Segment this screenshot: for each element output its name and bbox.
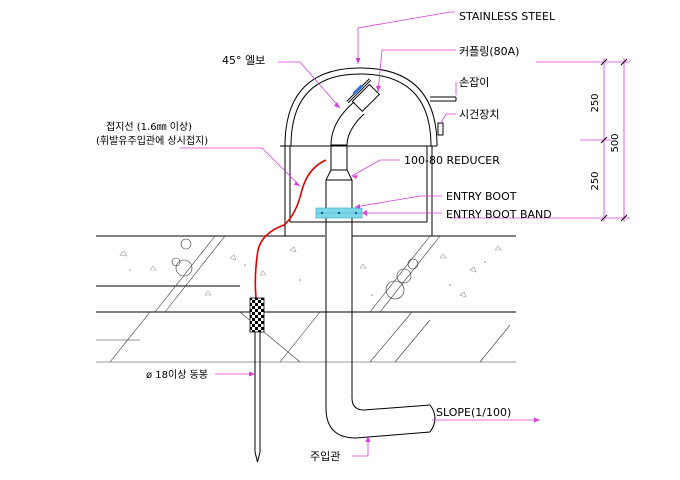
stainless-steel-cover xyxy=(284,67,438,147)
dimension-total: 500 xyxy=(610,133,621,152)
label-coupling: 커플링(80A) xyxy=(459,45,519,58)
fill-pipe xyxy=(325,78,436,439)
dimension-upper: 250 xyxy=(590,93,601,112)
handle xyxy=(430,96,457,102)
label-fill-pipe: 주입관 xyxy=(310,450,340,463)
entry-boot xyxy=(315,207,363,219)
label-ground-wire-note: (휘발유주입관에 상시접지) xyxy=(96,134,208,147)
manhole-box xyxy=(280,145,437,236)
label-handle: 손잡이 xyxy=(459,76,489,89)
copper-rod xyxy=(249,297,265,463)
label-lock-device: 시건장치 xyxy=(459,108,499,121)
lock-device xyxy=(437,122,444,136)
label-entry-boot-band: ENTRY BOOT BAND xyxy=(446,208,552,221)
label-ground-wire: 접지선 (1.6㎜ 이상) xyxy=(106,121,192,133)
label-slope: SLOPE(1/100) xyxy=(436,406,511,419)
label-entry-boot: ENTRY BOOT xyxy=(446,190,517,203)
label-copper-rod: ø 18이상 동봉 xyxy=(146,369,208,381)
dimension-lines xyxy=(450,58,630,222)
dimension-lower: 250 xyxy=(590,171,601,190)
leader-lines xyxy=(180,11,540,457)
label-reducer: 100-80 REDUCER xyxy=(404,154,500,167)
concrete-slab xyxy=(96,235,516,363)
label-stainless-steel: STAINLESS STEEL xyxy=(459,10,556,23)
label-45-elbow: 45° 엘보 xyxy=(222,54,265,67)
ground-wire xyxy=(254,159,327,299)
